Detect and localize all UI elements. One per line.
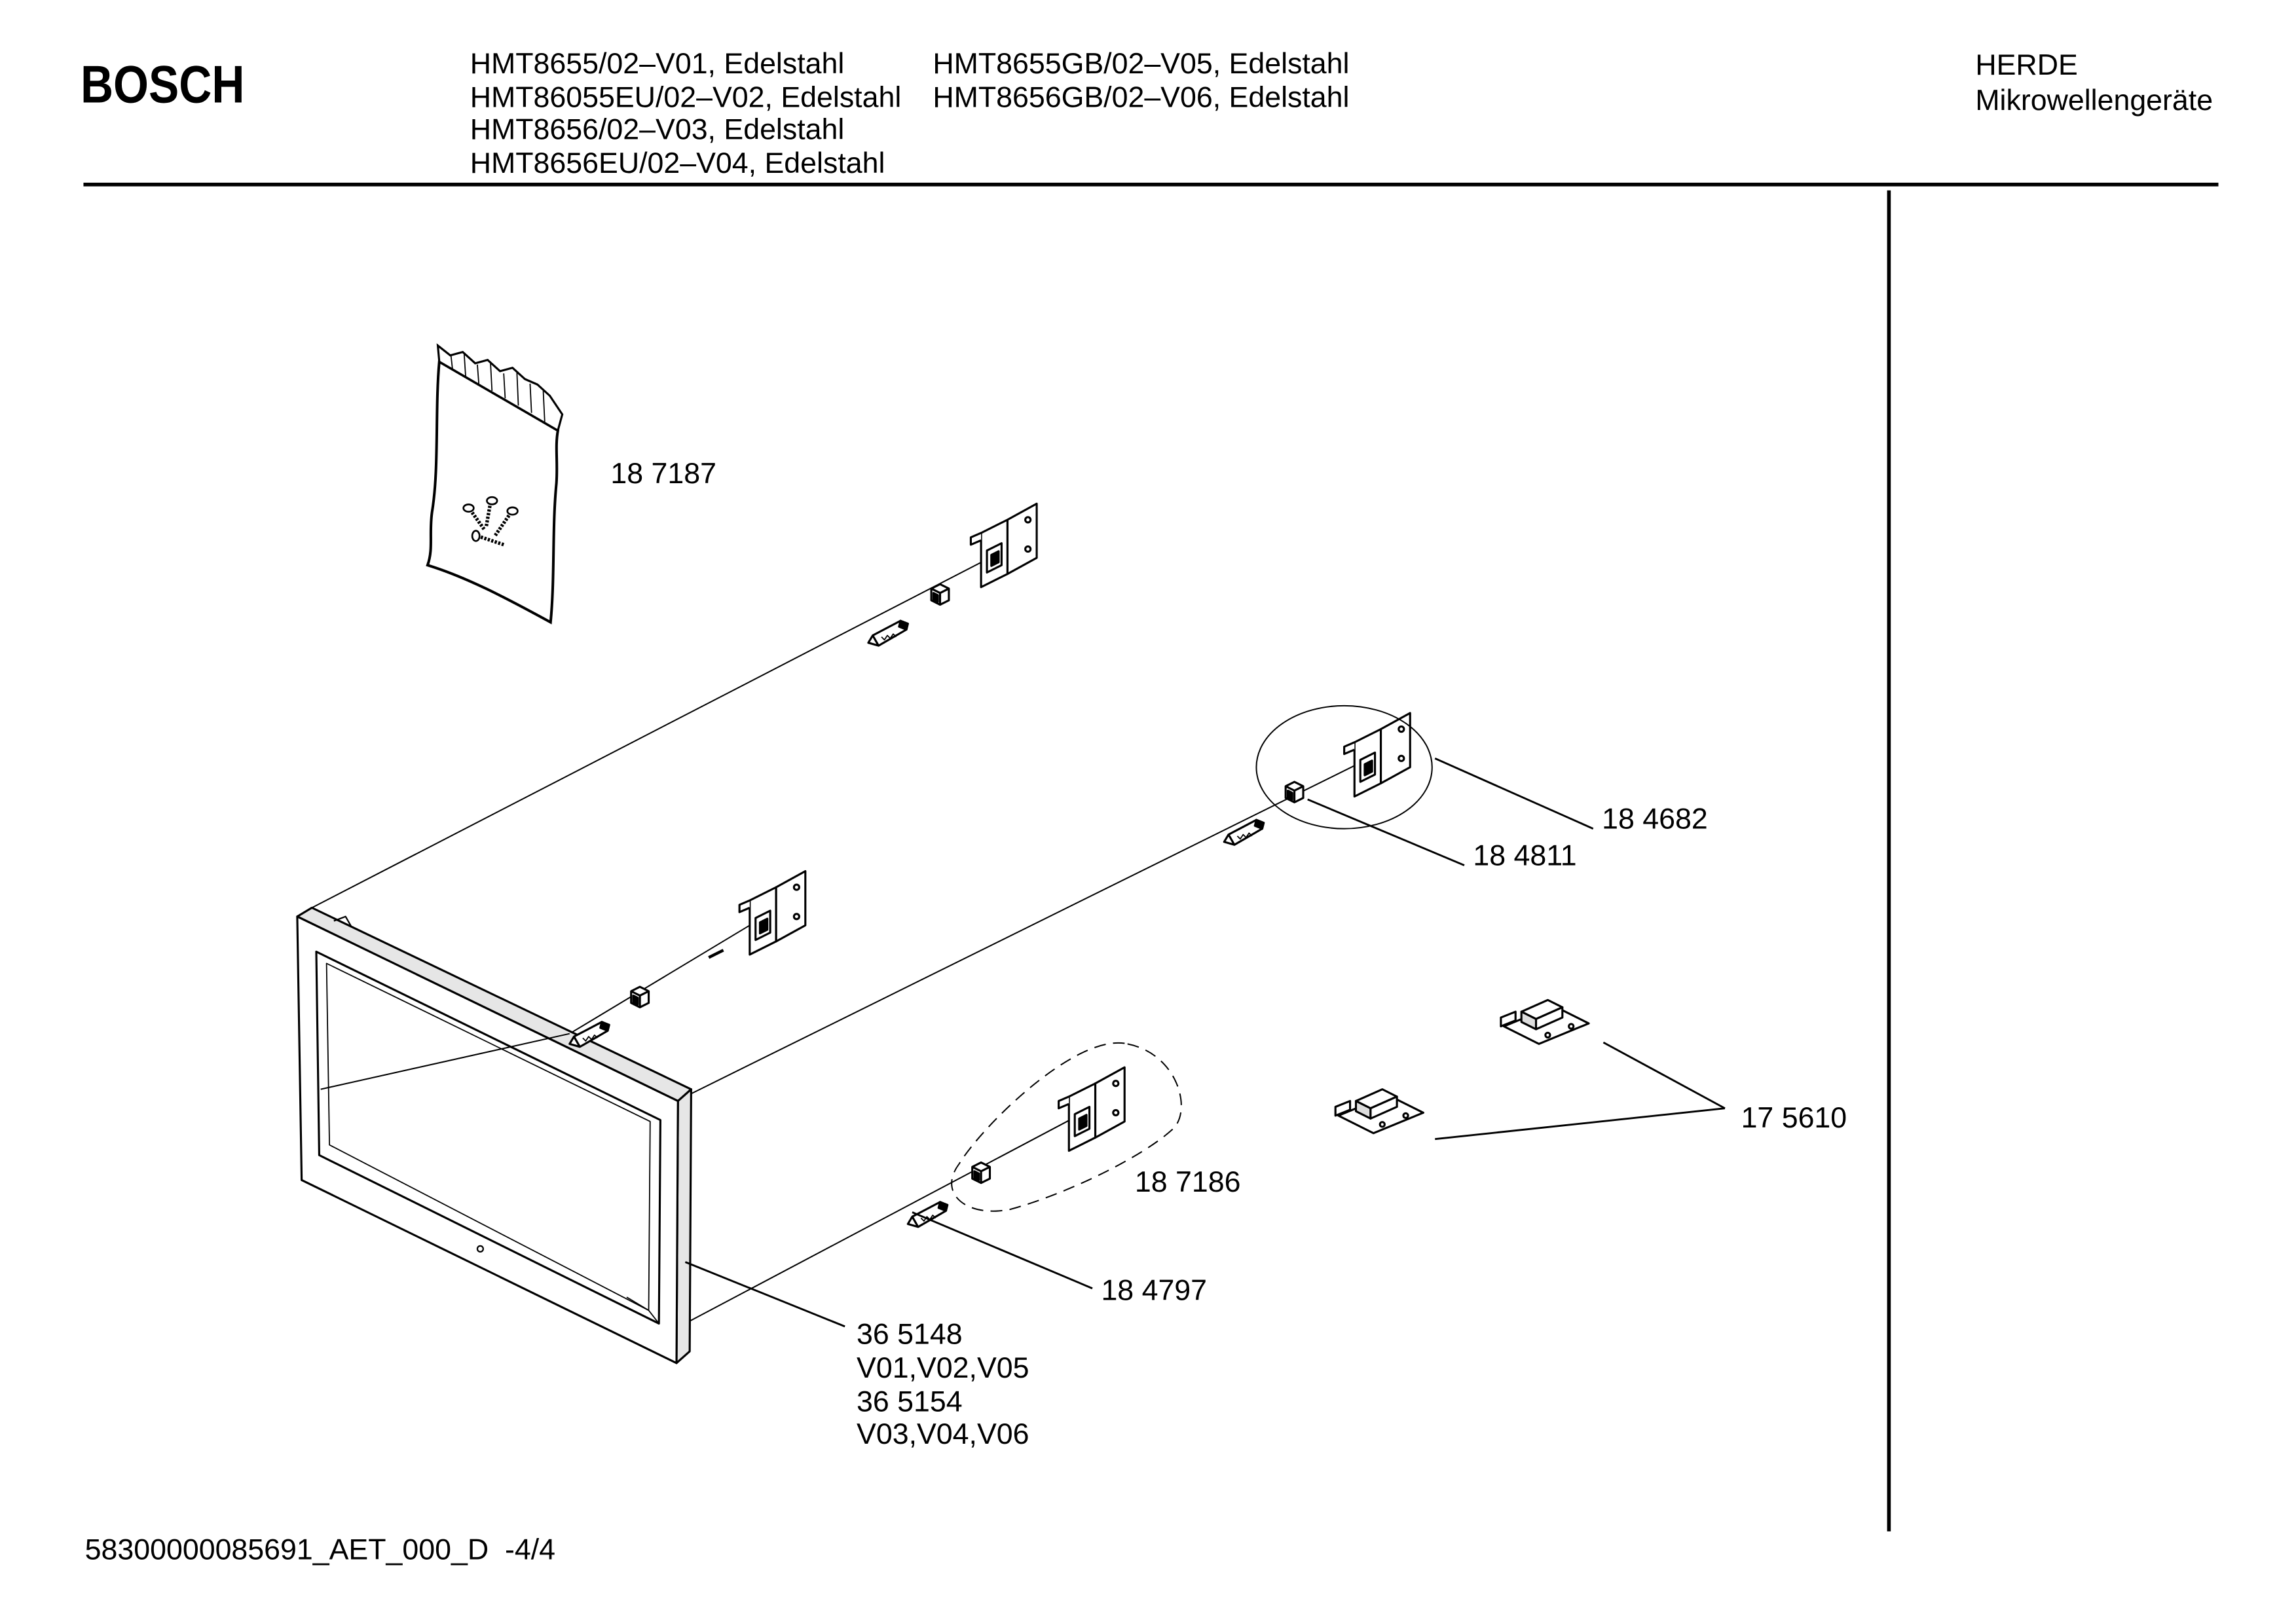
- model-list-column-2: HMT8655GB/02–V05, Edelstahl HMT8656GB/02…: [933, 48, 1349, 113]
- category-label: HERDE: [1975, 49, 2077, 81]
- leader-line: [1602, 1041, 1726, 1110]
- bracket: [1343, 712, 1411, 798]
- leader-lines: [684, 758, 1726, 1328]
- clip: [1223, 818, 1265, 846]
- brand-logo: BOSCH: [81, 56, 244, 115]
- block: [630, 985, 650, 1009]
- block: [1284, 780, 1305, 803]
- model-line: HMT86055EU/02–V02, Edelstahl: [470, 81, 902, 113]
- footer-document-id: 58300000085691_AET_000_D -4/4: [85, 1533, 555, 1566]
- block: [971, 1161, 991, 1184]
- screw-bag: [426, 343, 564, 625]
- clip: [906, 1201, 949, 1228]
- frame-part-labels: 36 5148 V01,V02,V05 36 5154 V03,V04,V06: [857, 1319, 1029, 1450]
- assembly-line: [569, 915, 765, 1035]
- part-number-label: 18 4811: [1473, 840, 1576, 872]
- variant-label: V01,V02,V05: [857, 1352, 1029, 1384]
- bracket: [969, 502, 1038, 589]
- assembly-line: [688, 758, 1370, 1096]
- bracket: [738, 870, 807, 956]
- part-number-label: 18 7186: [1135, 1166, 1241, 1198]
- assembly-lines: [311, 557, 1370, 1326]
- assembly-line: [708, 949, 724, 959]
- leader-line: [1434, 758, 1594, 830]
- highlight-ellipse: [1255, 705, 1433, 830]
- clip: [867, 619, 909, 647]
- leader-line: [1435, 1107, 1726, 1141]
- leader-line: [912, 1211, 1093, 1290]
- model-list-column-1: HMT8655/02–V01, Edelstahl HMT86055EU/02–…: [470, 48, 902, 179]
- model-line: HMT8656GB/02–V06, Edelstahl: [933, 81, 1349, 113]
- dashed-group-outline: [951, 1042, 1182, 1212]
- part-number-label: 18 4682: [1602, 803, 1708, 835]
- subcategory-label: Mikrowellengeräte: [1975, 84, 2213, 117]
- model-line: HMT8655/02–V01, Edelstahl: [470, 48, 845, 80]
- assembly-line: [311, 557, 990, 909]
- mounting-bracket: [1500, 998, 1590, 1045]
- part-number-label: 36 5148: [857, 1319, 963, 1351]
- model-line: HMT8655GB/02–V05, Edelstahl: [933, 48, 1349, 80]
- part-number-label: 36 5154: [857, 1386, 963, 1418]
- leader-line: [1307, 798, 1465, 866]
- assembly-line: [682, 1112, 1084, 1326]
- variant-label: V03,V04,V06: [857, 1418, 1029, 1450]
- bracket: [1058, 1066, 1126, 1152]
- block: [930, 583, 950, 606]
- part-number-label: 17 5610: [1741, 1102, 1847, 1134]
- mounting-bracket: [1334, 1088, 1424, 1135]
- leader-line: [684, 1261, 845, 1328]
- front-frame: [296, 906, 692, 1365]
- screw-icon: [462, 496, 519, 547]
- part-number-label: 18 4797: [1101, 1275, 1207, 1307]
- part-number-label: 18 7187: [610, 458, 716, 490]
- model-line: HMT8656/02–V03, Edelstahl: [470, 114, 845, 146]
- model-line: HMT8656EU/02–V04, Edelstahl: [470, 147, 885, 179]
